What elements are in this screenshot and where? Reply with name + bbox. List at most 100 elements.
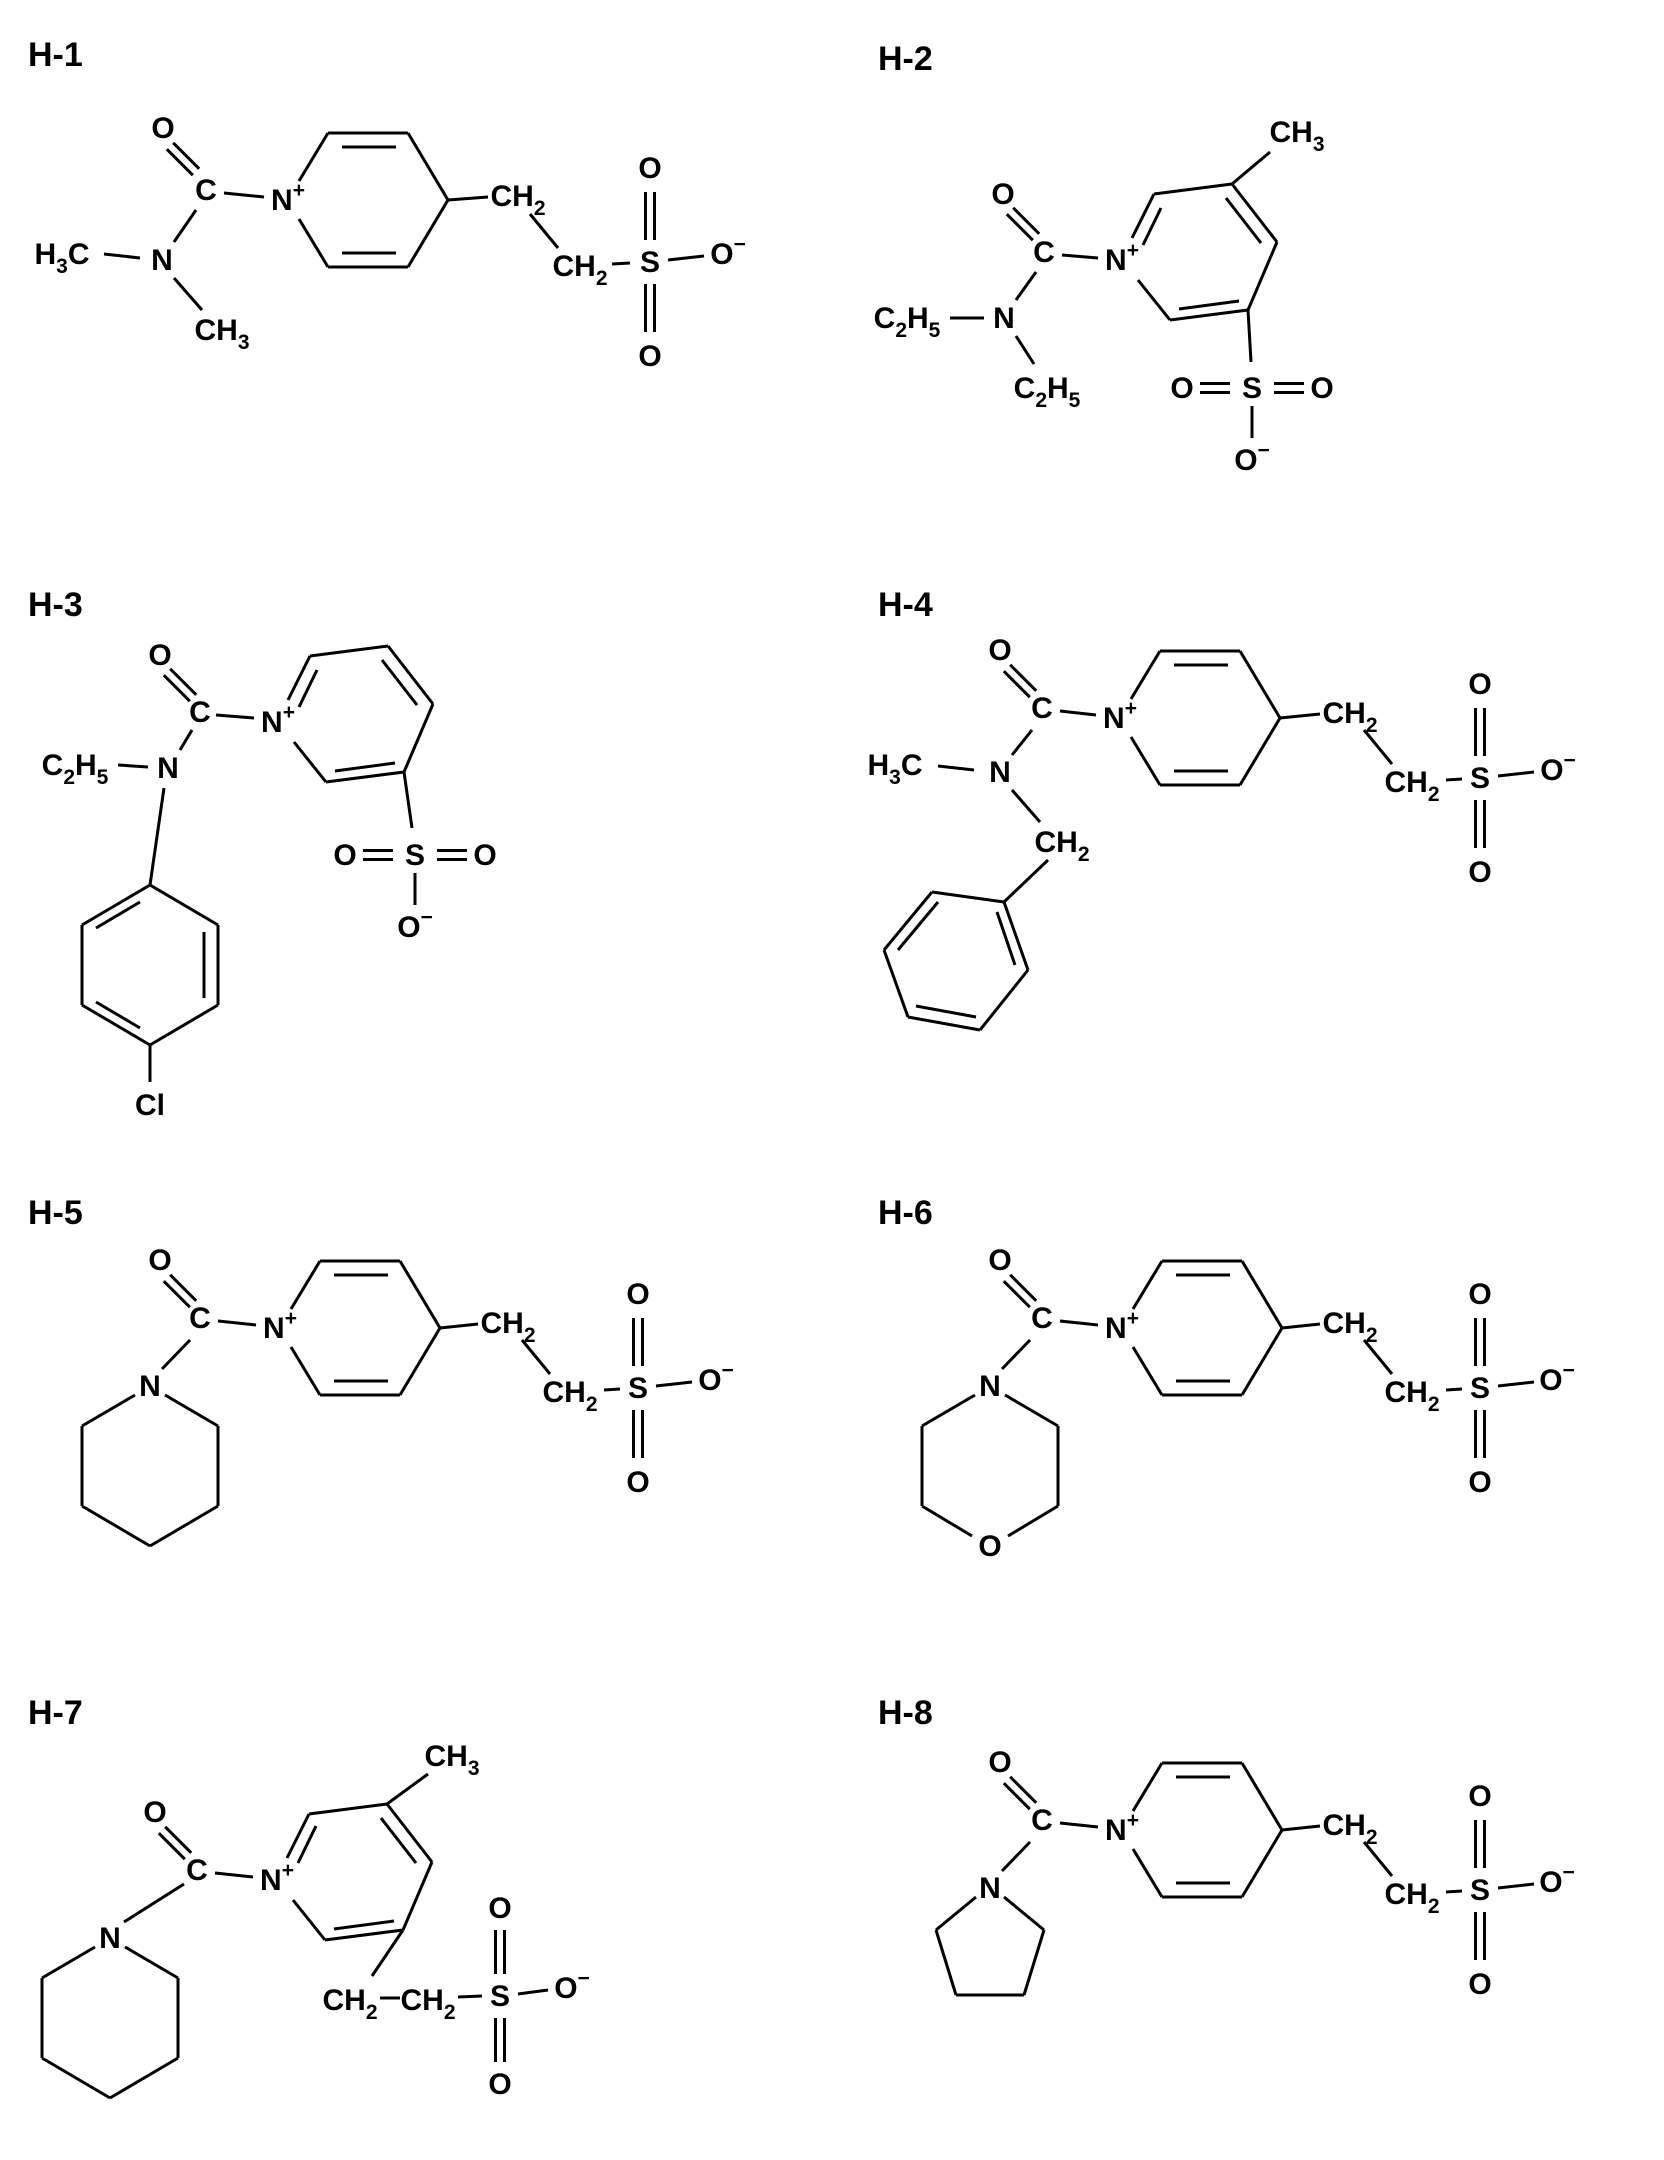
atom-label: O−	[710, 233, 746, 271]
bond-line	[172, 277, 204, 311]
bond-line	[1130, 193, 1156, 239]
atom-label: O	[988, 1244, 1011, 1277]
bond-line	[1362, 1841, 1394, 1877]
atom-label: O	[1468, 856, 1491, 889]
bond-line	[1362, 1339, 1394, 1375]
atom-label: S	[1470, 1372, 1490, 1405]
bond-line	[169, 1273, 198, 1302]
bond-line	[1004, 1393, 1059, 1428]
atom-label: N+	[271, 179, 305, 217]
bond-line	[81, 1393, 136, 1428]
atom-label: O−	[1234, 439, 1270, 477]
bond-line	[1000, 1338, 1032, 1371]
bond-line	[149, 1003, 219, 1047]
bond-line	[882, 949, 910, 1018]
bond-line	[1000, 1840, 1032, 1873]
bond-line	[370, 1929, 405, 1977]
bond-line	[148, 787, 166, 886]
atom-label: O	[488, 1892, 511, 1925]
bond-line	[1240, 1829, 1284, 1898]
bond-line	[291, 1899, 327, 1941]
bond-line	[297, 669, 319, 708]
bond-line	[215, 713, 255, 720]
atom-label: O	[988, 1746, 1011, 1779]
atom-label: N	[151, 244, 173, 277]
bond-line	[398, 1260, 442, 1329]
bond-line	[41, 1945, 96, 1980]
bond-line	[1014, 335, 1036, 365]
atom-label: O	[148, 639, 171, 672]
atom-label: O	[626, 1466, 649, 1499]
bond-line	[289, 1260, 322, 1310]
bond-line	[667, 254, 705, 262]
compound-label-h3: H-3	[28, 586, 83, 624]
bond-line	[308, 1802, 388, 1816]
bond-line	[447, 195, 489, 202]
bond-line	[1240, 1327, 1284, 1396]
bond-line	[169, 667, 198, 696]
atom-label: CH2	[480, 1307, 535, 1347]
atom-label: CH2	[1384, 1878, 1439, 1918]
bond-line	[439, 1322, 479, 1330]
bond-line	[309, 644, 389, 658]
bond-line	[123, 1882, 185, 1924]
bond-line	[1362, 729, 1394, 765]
bond-line	[1231, 150, 1271, 186]
atom-label: S	[1242, 372, 1262, 405]
bond-line	[915, 1004, 977, 1019]
compound-label-h7: H-7	[28, 1694, 83, 1732]
bond-line	[1059, 709, 1097, 717]
atom-label: C2H5	[1014, 372, 1081, 412]
atom-label: N+	[1103, 697, 1137, 735]
atom-label: N	[99, 1922, 121, 1955]
bond-line	[931, 890, 1005, 904]
atom-label: O−	[1540, 749, 1576, 787]
atom-label: CH2	[1384, 1376, 1439, 1416]
bond-line	[882, 891, 934, 951]
bond-line	[164, 1393, 219, 1428]
bond-line	[603, 1387, 621, 1392]
atom-label: C	[195, 174, 217, 207]
bond-line	[406, 132, 450, 201]
atom-label: N+	[261, 701, 295, 739]
compound-label-h1: H-1	[28, 36, 83, 74]
bond-line	[1445, 1889, 1463, 1894]
bond-line	[1012, 206, 1041, 235]
bond-line	[41, 2056, 111, 2100]
bond-line	[380, 659, 419, 706]
atom-label: S	[1470, 1874, 1490, 1907]
atom-label: N+	[1105, 239, 1139, 277]
atom-label: N	[139, 1370, 161, 1403]
atom-label: O	[143, 1796, 166, 1829]
bond-line	[1141, 207, 1163, 246]
bond-line	[611, 261, 631, 266]
atom-label: N+	[263, 1307, 297, 1345]
bond-line	[1129, 650, 1162, 700]
bond-line	[386, 645, 435, 705]
bond-line	[934, 1929, 958, 1996]
compound-label-h6: H-6	[878, 1194, 933, 1232]
atom-label: S	[405, 839, 425, 872]
bond-line	[1238, 717, 1282, 786]
bond-line	[1153, 182, 1233, 196]
atom-label: CH2	[1322, 1307, 1377, 1347]
bond-line	[1059, 1319, 1099, 1327]
bond-line	[896, 901, 940, 951]
bond-line	[655, 1380, 693, 1388]
atom-label: C	[1031, 1804, 1053, 1837]
atom-label: O	[148, 1244, 171, 1277]
bond-line	[217, 1319, 257, 1327]
atom-label: O	[988, 634, 1011, 667]
bond-line	[1497, 1882, 1535, 1890]
atom-label: CH2	[542, 1376, 597, 1416]
atom-label: CH2	[490, 180, 545, 220]
atom-label: O−	[554, 1967, 590, 2005]
bond-line	[1281, 1322, 1321, 1330]
bond-line	[406, 199, 450, 268]
